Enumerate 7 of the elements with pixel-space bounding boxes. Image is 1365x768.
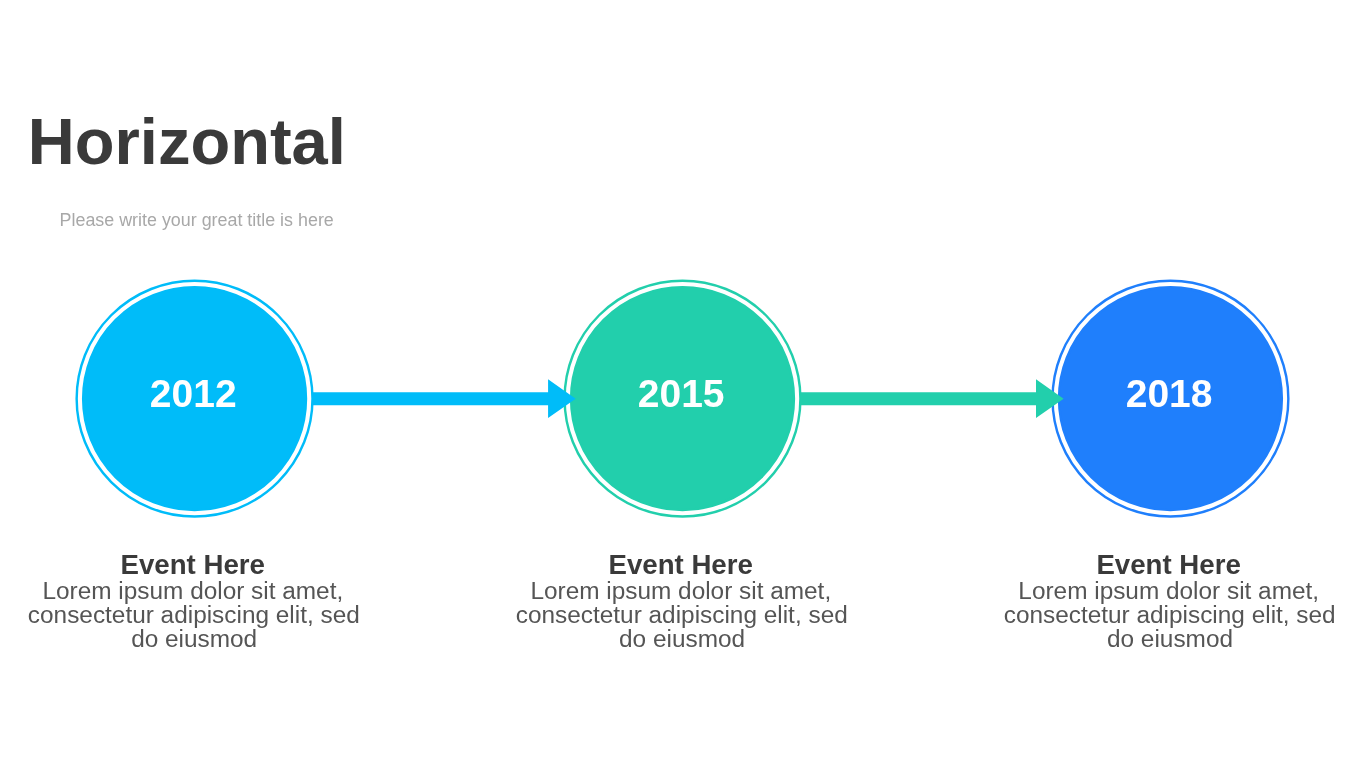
node-circle: 2012 <box>75 279 314 518</box>
label: Please write your great title is here <box>59 209 334 230</box>
node-circle: 2015 <box>563 279 802 518</box>
arrow <box>800 379 1064 418</box>
arrow <box>312 379 576 418</box>
node-circle: 2018 <box>1051 279 1290 518</box>
diagram-title: Horizontal <box>27 105 346 179</box>
